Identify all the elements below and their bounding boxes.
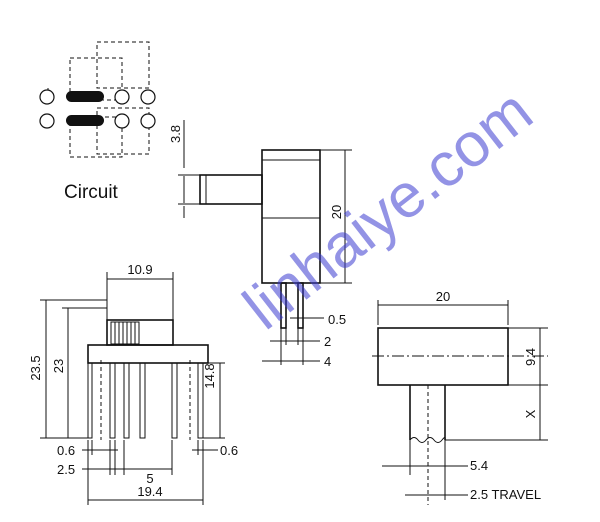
overall-width-label: 19.4 bbox=[137, 484, 162, 499]
knob-ridges bbox=[114, 322, 136, 344]
side-pin bbox=[297, 282, 304, 329]
pin-thickness-right-label: 0.6 bbox=[220, 443, 238, 458]
front-pins bbox=[87, 362, 204, 439]
circuit-caption: Circuit bbox=[64, 182, 119, 203]
pin-spacing-label: 5 bbox=[146, 471, 153, 486]
pin-span-label: 4 bbox=[324, 354, 331, 369]
lever-width-label: 3.8 bbox=[168, 125, 183, 143]
lever-offset-label: 5.4 bbox=[470, 458, 488, 473]
pin-thickness-left-label: 0.6 bbox=[57, 443, 75, 458]
front-knob bbox=[110, 321, 140, 345]
circuit-terminal bbox=[39, 89, 156, 129]
pin-gap-label: 2 bbox=[324, 334, 331, 349]
pin-width-label: 0.5 bbox=[328, 312, 346, 327]
body-height-label: 20 bbox=[329, 205, 344, 219]
overall-height-label: 23.5 bbox=[28, 355, 43, 380]
watermark-text: linhaiye.com bbox=[231, 76, 545, 343]
lever-length-label: X bbox=[523, 409, 538, 418]
side-view: 3.8 20 0.5 2 4 bbox=[168, 120, 352, 369]
circuit-contact-bar-bottom bbox=[66, 115, 104, 126]
end-height-label: 9.4 bbox=[523, 348, 538, 366]
side-body bbox=[261, 149, 321, 284]
travel-label: 2.5 TRAVEL bbox=[470, 487, 541, 502]
end-view: 20 9.4 X 5.4 2.5 TRAVEL bbox=[372, 289, 548, 505]
pin-pitch-label: 2.5 bbox=[57, 462, 75, 477]
front-actuator bbox=[106, 319, 174, 346]
body-total-height-label: 23 bbox=[51, 359, 66, 373]
circuit-contact-bar-top bbox=[66, 91, 104, 102]
pin-length-label: 14.8 bbox=[202, 363, 217, 388]
side-pin bbox=[280, 282, 287, 329]
front-view: 10.9 23.5 bbox=[28, 262, 238, 505]
lever-break bbox=[409, 437, 446, 443]
end-width-label: 20 bbox=[436, 289, 450, 304]
circuit-diagram: Circuit bbox=[39, 41, 156, 203]
top-width-label: 10.9 bbox=[127, 262, 152, 277]
side-lever bbox=[199, 174, 263, 205]
front-body bbox=[87, 344, 209, 364]
